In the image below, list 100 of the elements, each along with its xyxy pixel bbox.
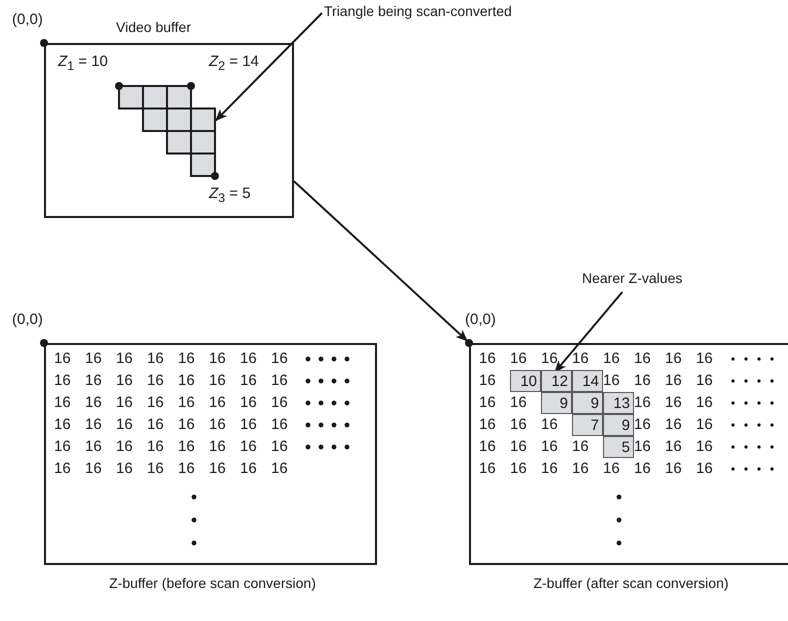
z-value: 16 bbox=[178, 459, 196, 479]
z-value: 16 bbox=[147, 393, 165, 413]
z-value: 16 bbox=[541, 415, 559, 435]
z-value: 16 bbox=[116, 349, 134, 369]
z-value: 16 bbox=[572, 349, 590, 369]
z-value: 16 bbox=[147, 371, 165, 391]
z-value: 16 bbox=[240, 437, 258, 457]
z-value: 16 bbox=[54, 415, 72, 435]
z-value: 16 bbox=[147, 349, 165, 369]
z-value: 16 bbox=[85, 393, 103, 413]
origin-label: (0,0) bbox=[465, 311, 496, 328]
highlighted-z-value: 13 bbox=[603, 392, 634, 414]
z-value: 16 bbox=[634, 459, 652, 479]
z-value: 16 bbox=[634, 437, 652, 457]
z-value: 16 bbox=[209, 437, 227, 457]
z-value: 16 bbox=[54, 393, 72, 413]
vertex-depth-label: Z$_{3}$ = 5 bbox=[209, 185, 251, 205]
z-value: 16 bbox=[240, 459, 258, 479]
highlighted-z-value: 9 bbox=[572, 392, 603, 414]
z-value: 16 bbox=[147, 459, 165, 479]
z-value: 16 bbox=[541, 459, 559, 479]
z-value: 16 bbox=[116, 393, 134, 413]
z-value: 16 bbox=[178, 371, 196, 391]
z-value: 16 bbox=[85, 437, 103, 457]
z-value: 16 bbox=[479, 349, 497, 369]
z-value: 16 bbox=[665, 459, 683, 479]
z-value: 16 bbox=[510, 437, 528, 457]
highlighted-z-value: 9 bbox=[541, 392, 572, 414]
z-value: 16 bbox=[696, 415, 714, 435]
z-value: 16 bbox=[271, 459, 289, 479]
z-value: 16 bbox=[240, 415, 258, 435]
z-value: 16 bbox=[665, 371, 683, 391]
z-value: 16 bbox=[271, 349, 289, 369]
z-value: 16 bbox=[209, 393, 227, 413]
scan-converted-triangle-drawing bbox=[115, 82, 219, 181]
z-value: 16 bbox=[510, 393, 528, 413]
highlighted-z-value: 14 bbox=[572, 370, 603, 392]
leader-line bbox=[215, 12, 323, 122]
z-value: 16 bbox=[85, 371, 103, 391]
z-value: 16 bbox=[209, 371, 227, 391]
grid-caption: Z-buffer (after scan conversion) bbox=[532, 574, 730, 593]
z-value: 16 bbox=[603, 349, 621, 369]
z-value: 16 bbox=[572, 459, 590, 479]
z-value: 16 bbox=[240, 393, 258, 413]
arrow bbox=[293, 180, 468, 342]
z-value: 16 bbox=[240, 371, 258, 391]
z-value: 16 bbox=[634, 393, 652, 413]
z-value: 16 bbox=[634, 371, 652, 391]
z-value: 16 bbox=[479, 415, 497, 435]
z-value: 16 bbox=[479, 393, 497, 413]
z-value: 16 bbox=[54, 437, 72, 457]
z-value: 16 bbox=[634, 415, 652, 435]
z-value: 16 bbox=[603, 371, 621, 391]
z-value: 16 bbox=[665, 437, 683, 457]
callout-text: Triangle being scan-converted bbox=[324, 3, 512, 19]
z-value: 16 bbox=[178, 415, 196, 435]
z-value: 16 bbox=[271, 437, 289, 457]
z-value: 16 bbox=[696, 371, 714, 391]
z-value: 16 bbox=[209, 459, 227, 479]
z-value: 16 bbox=[271, 393, 289, 413]
z-value: 16 bbox=[603, 459, 621, 479]
z-value: 16 bbox=[696, 437, 714, 457]
z-value: 16 bbox=[240, 349, 258, 369]
highlighted-z-value: 5 bbox=[603, 436, 634, 458]
highlighted-z-value: 9 bbox=[603, 414, 634, 436]
z-value: 16 bbox=[696, 349, 714, 369]
z-value: 16 bbox=[510, 415, 528, 435]
z-value: 16 bbox=[696, 459, 714, 479]
z-value: 16 bbox=[54, 349, 72, 369]
z-value: 16 bbox=[510, 459, 528, 479]
z-value: 16 bbox=[85, 349, 103, 369]
z-value: 16 bbox=[85, 415, 103, 435]
origin-label: (0,0) bbox=[12, 311, 43, 328]
z-value: 16 bbox=[209, 349, 227, 369]
z-value: 16 bbox=[541, 349, 559, 369]
z-value: 16 bbox=[147, 415, 165, 435]
callout-text: Nearer Z-values bbox=[582, 270, 682, 286]
z-value: 16 bbox=[116, 415, 134, 435]
z-value: 16 bbox=[178, 437, 196, 457]
z-value: 16 bbox=[116, 459, 134, 479]
z-value: 16 bbox=[479, 371, 497, 391]
z-value: 16 bbox=[54, 459, 72, 479]
z-value: 16 bbox=[634, 349, 652, 369]
z-value: 16 bbox=[665, 415, 683, 435]
z-value: 16 bbox=[85, 459, 103, 479]
z-value: 16 bbox=[209, 415, 227, 435]
highlighted-z-value: 10 bbox=[510, 370, 541, 392]
z-value: 16 bbox=[510, 349, 528, 369]
highlighted-z-value: 12 bbox=[541, 370, 572, 392]
z-value: 16 bbox=[147, 437, 165, 457]
leader-line bbox=[554, 291, 624, 373]
z-value: 16 bbox=[665, 349, 683, 369]
vertex-depth-label: Z$_{2}$ = 14 bbox=[209, 53, 259, 73]
origin-label: (0,0) bbox=[12, 11, 43, 28]
grid-caption: Z-buffer (before scan conversion) bbox=[108, 574, 317, 593]
z-value: 16 bbox=[54, 371, 72, 391]
z-value: 16 bbox=[541, 437, 559, 457]
z-value: 16 bbox=[271, 415, 289, 435]
z-value: 16 bbox=[696, 393, 714, 413]
vertex-depth-label: Z$_{1}$ = 10 bbox=[58, 53, 108, 73]
